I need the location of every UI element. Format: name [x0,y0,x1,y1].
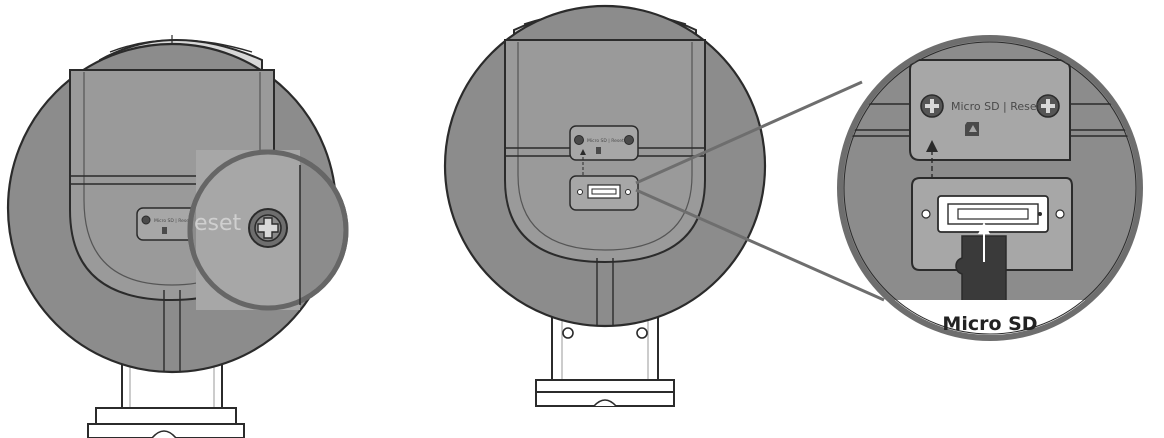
right-screw-icon [1036,94,1060,118]
middle-sd-slot [569,175,639,211]
arrow-up-icon [926,140,938,152]
zoom-sd-slot-panel [911,177,1073,271]
left-camera: Micro SD | Reset eset [6,35,349,438]
left-zoom-magnifier: eset [187,149,349,311]
left-screw-icon [920,94,944,118]
middle-sd-reset-panel: Micro SD | Reset [569,125,639,178]
zoom-detail: Micro SD | Reset [837,35,1143,341]
left-zoom-label: eset [194,211,242,236]
insert-arrow-icon [978,222,990,234]
left-panel-label: Micro SD | Reset [154,218,191,224]
screw-icon [248,208,288,248]
micro-sd-label: Micro SD [942,313,1037,335]
micro-sd-card [955,222,1007,307]
sd-card-icon [965,122,979,136]
zoom-panel-label: Micro SD | Reset [951,100,1042,113]
middle-camera: Micro SD | Reset [443,4,885,407]
middle-panel-label: Micro SD | Reset [587,138,624,144]
left-sd-reset-panel: Micro SD | Reset [136,207,200,241]
